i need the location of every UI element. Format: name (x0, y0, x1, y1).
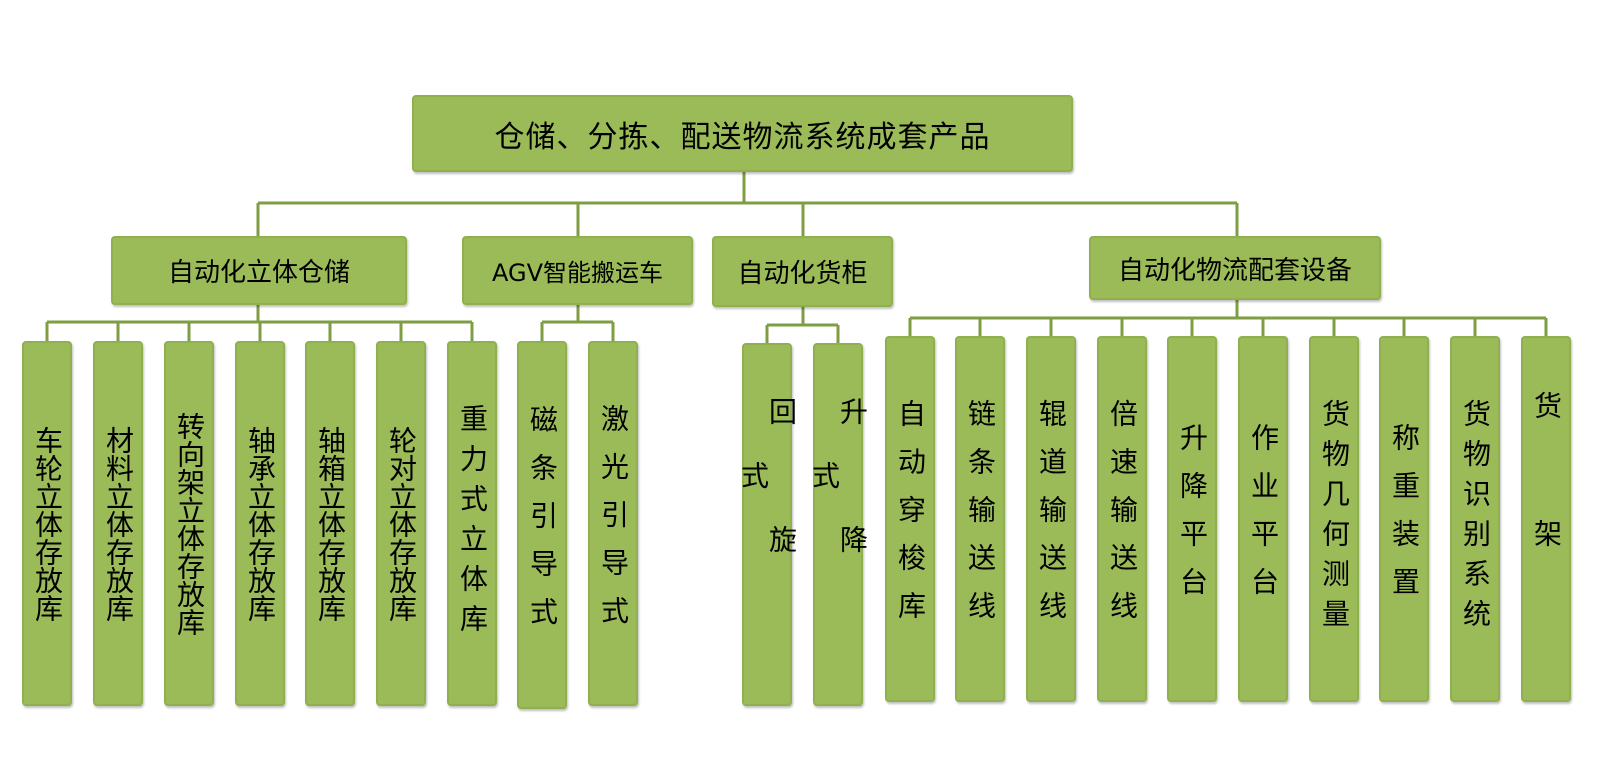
leaf-lift: 升降式 (808, 343, 869, 706)
root-node: 仓储、分拣、配送物流系统成套产品 (412, 95, 1073, 172)
leaf-magnetic-guided: 磁条引导式 (517, 341, 567, 709)
leaf-gravity-storage: 重力式立体库 (447, 341, 497, 706)
leaf-speed-conveyor: 倍速输送线 (1097, 336, 1147, 702)
leaf-cargo-identification: 货物识别系统 (1450, 336, 1500, 702)
leaf-rotary: 回旋式 (737, 343, 798, 706)
category-automated-cabinet: 自动化货柜 (712, 236, 893, 307)
category-logistics-equipment: 自动化物流配套设备 (1089, 236, 1381, 300)
leaf-geometry-measure: 货物几何测量 (1309, 336, 1359, 702)
leaf-weighing-device: 称重装置 (1379, 336, 1429, 702)
leaf-work-platform: 作业平台 (1238, 336, 1288, 702)
category-agv: AGV智能搬运车 (462, 236, 693, 305)
leaf-roller-conveyor: 辊道输送线 (1026, 336, 1076, 702)
leaf-bearing-storage: 轴承立体存放库 (235, 341, 285, 706)
leaf-laser-guided: 激光引导式 (588, 341, 638, 706)
leaf-wheel-storage: 车轮立体存放库 (22, 341, 72, 706)
leaf-lift-platform: 升降平台 (1167, 336, 1217, 702)
category-automated-warehouse: 自动化立体仓储 (111, 236, 407, 305)
leaf-material-storage: 材料立体存放库 (93, 341, 143, 706)
leaf-axlebox-storage: 轴箱立体存放库 (305, 341, 355, 706)
leaf-chain-conveyor: 链条输送线 (955, 336, 1005, 702)
leaf-wheelset-storage: 轮对立体存放库 (376, 341, 426, 706)
leaf-shuttle-storage: 自动穿梭库 (885, 336, 935, 702)
leaf-bogie-storage: 转向架立体存放库 (164, 341, 214, 706)
leaf-shelf: 货架 (1521, 336, 1571, 702)
